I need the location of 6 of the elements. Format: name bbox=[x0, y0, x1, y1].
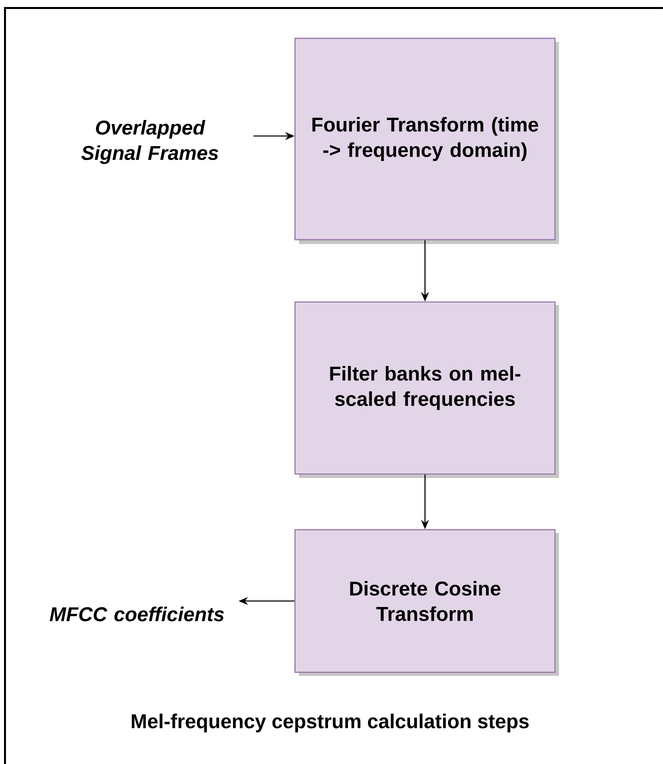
caption: Mel-frequency cepstrum calculation steps bbox=[132, 714, 529, 732]
process-box: Discrete Cosine Transform bbox=[294, 529, 559, 676]
process-box: Filter banks on mel-scaled frequencies bbox=[294, 301, 559, 478]
io-label: Overlapped Signal Frames bbox=[81, 120, 218, 164]
process-box: Fourier Transform (time -> frequency domain) bbox=[294, 38, 559, 244]
io-label: MFCC coefficients bbox=[50, 606, 224, 622]
